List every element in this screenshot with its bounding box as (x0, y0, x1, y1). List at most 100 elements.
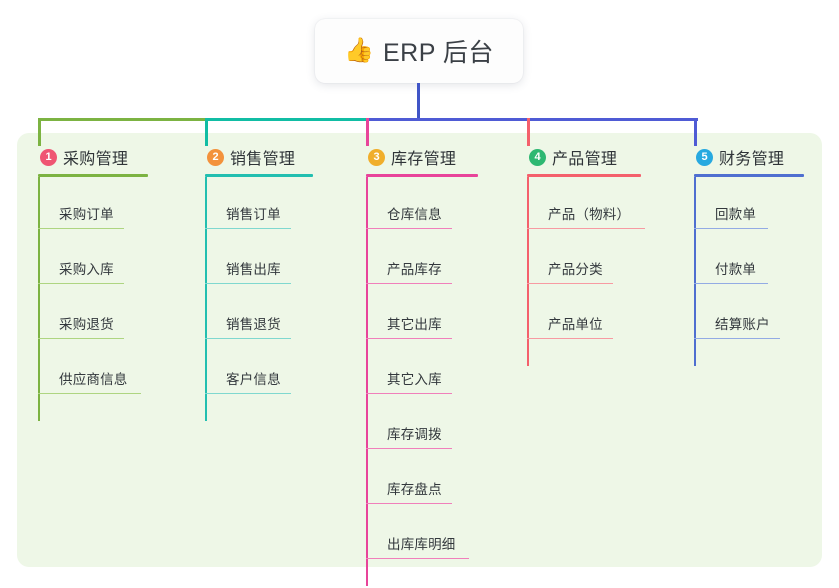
branch-item-rule (205, 337, 291, 339)
branch-header-3[interactable]: 3 库存管理 (366, 146, 478, 168)
connector-drop-1 (38, 118, 41, 146)
branch-item[interactable]: 库存调拨 (366, 397, 478, 452)
branch-item[interactable]: 销售退货 (205, 287, 313, 342)
branch-item-label: 供应商信息 (59, 372, 128, 387)
branch-header-rule (205, 174, 313, 177)
branch-item[interactable]: 销售订单 (205, 177, 313, 232)
connector-segment-2 (206, 118, 370, 121)
branch-item-rule (38, 282, 124, 284)
connector-segment-4 (528, 118, 698, 121)
branch-number-badge: 3 (368, 148, 385, 166)
branch-item[interactable]: 采购入库 (38, 232, 148, 287)
branch-item[interactable]: 销售出库 (205, 232, 313, 287)
branch-item-label: 结算账户 (715, 317, 770, 332)
root-node-erp-backend[interactable]: 👍 ERP 后台 (315, 19, 523, 83)
branch-item-label: 采购退货 (59, 317, 114, 332)
branch-item-label: 产品单位 (548, 317, 603, 332)
branch-item-label: 出库库明细 (387, 537, 456, 552)
branch-item-rule (205, 282, 291, 284)
branch-item-label: 库存盘点 (387, 482, 442, 497)
branch-number-badge: 2 (207, 148, 224, 166)
branch-item[interactable]: 产品分类 (527, 232, 641, 287)
branch-column-5: 5 财务管理回款单付款单结算账户 (694, 146, 804, 366)
branch-item-rule (205, 227, 291, 229)
branch-item-label: 采购订单 (59, 207, 114, 222)
branch-item[interactable]: 出库库明细 (366, 507, 478, 562)
branch-item[interactable]: 回款单 (694, 177, 804, 232)
branch-item-rule (366, 447, 452, 449)
branch-item-label: 销售退货 (226, 317, 281, 332)
connector-trunk (417, 83, 420, 121)
branch-stem (366, 177, 368, 586)
branch-items: 产品（物料） 产品分类产品单位 (527, 177, 645, 366)
branch-item[interactable]: 产品（物料） (527, 177, 645, 232)
branch-title: 库存管理 (391, 151, 457, 168)
branch-items: 销售订单销售出库销售退货客户信息 (205, 177, 313, 421)
branch-item-rule (366, 502, 452, 504)
connector-drop-5 (694, 118, 697, 146)
branch-stem (527, 177, 529, 366)
branch-item[interactable]: 采购订单 (38, 177, 148, 232)
branch-stem (205, 177, 207, 421)
branch-item-rule (366, 392, 452, 394)
branch-item[interactable]: 其它入库 (366, 342, 478, 397)
branch-header-rule (38, 174, 148, 177)
branch-item[interactable]: 供应商信息 (38, 342, 148, 397)
diagram-background-panel (17, 133, 822, 567)
branch-items: 仓库信息产品库存其它出库其它入库库存调拨库存盘点出库库明细 (366, 177, 478, 586)
thumbs-up-icon: 👍 (344, 37, 374, 64)
branch-item-label: 销售订单 (226, 207, 281, 222)
branch-item[interactable]: 产品库存 (366, 232, 478, 287)
branch-header-5[interactable]: 5 财务管理 (694, 146, 804, 168)
branch-item-label: 产品分类 (548, 262, 603, 277)
branch-item-rule (366, 227, 452, 229)
branch-item[interactable]: 结算账户 (694, 287, 804, 342)
connector-segment-3 (367, 118, 531, 121)
branch-item-label: 产品（物料） (548, 207, 631, 222)
branch-item-rule (527, 337, 613, 339)
branch-item-rule (38, 227, 124, 229)
branch-item-rule (366, 557, 469, 559)
branch-item-rule (38, 337, 124, 339)
branch-item-label: 产品库存 (387, 262, 442, 277)
branch-item[interactable]: 库存盘点 (366, 452, 478, 507)
branch-stem (38, 177, 40, 421)
branch-header-rule (694, 174, 804, 177)
branch-item[interactable]: 产品单位 (527, 287, 641, 342)
branch-header-rule (527, 174, 641, 177)
branch-header-rule (366, 174, 478, 177)
branch-item-label: 付款单 (715, 262, 757, 277)
branch-item-rule (694, 282, 768, 284)
branch-item-label: 库存调拨 (387, 427, 442, 442)
branch-item-label: 其它入库 (387, 372, 442, 387)
branch-item-rule (694, 227, 768, 229)
branch-title: 采购管理 (63, 151, 129, 168)
branch-item-rule (205, 392, 291, 394)
branch-header-2[interactable]: 2 销售管理 (205, 146, 313, 168)
branch-title: 财务管理 (719, 151, 785, 168)
connector-drop-2 (205, 118, 208, 146)
branch-item-rule (527, 227, 645, 229)
branch-item[interactable]: 其它出库 (366, 287, 478, 342)
branch-number-badge: 1 (40, 148, 57, 166)
branch-header-1[interactable]: 1 采购管理 (38, 146, 148, 168)
branch-column-3: 3 库存管理仓库信息产品库存其它出库其它入库库存调拨库存盘点出库库明细 (366, 146, 478, 586)
branch-item-label: 客户信息 (226, 372, 281, 387)
branch-item[interactable]: 采购退货 (38, 287, 148, 342)
connector-drop-4 (527, 118, 530, 146)
branch-item[interactable]: 付款单 (694, 232, 804, 287)
connector-segment-1 (39, 118, 209, 121)
branch-stem (694, 177, 696, 366)
branch-items: 回款单付款单结算账户 (694, 177, 804, 366)
branch-title: 销售管理 (230, 151, 296, 168)
branch-item-rule (38, 392, 141, 394)
branch-title: 产品管理 (552, 151, 618, 168)
branch-item-rule (366, 282, 452, 284)
branch-item-rule (694, 337, 780, 339)
branch-item[interactable]: 客户信息 (205, 342, 313, 397)
branch-item[interactable]: 仓库信息 (366, 177, 478, 232)
branch-number-badge: 5 (696, 148, 713, 166)
